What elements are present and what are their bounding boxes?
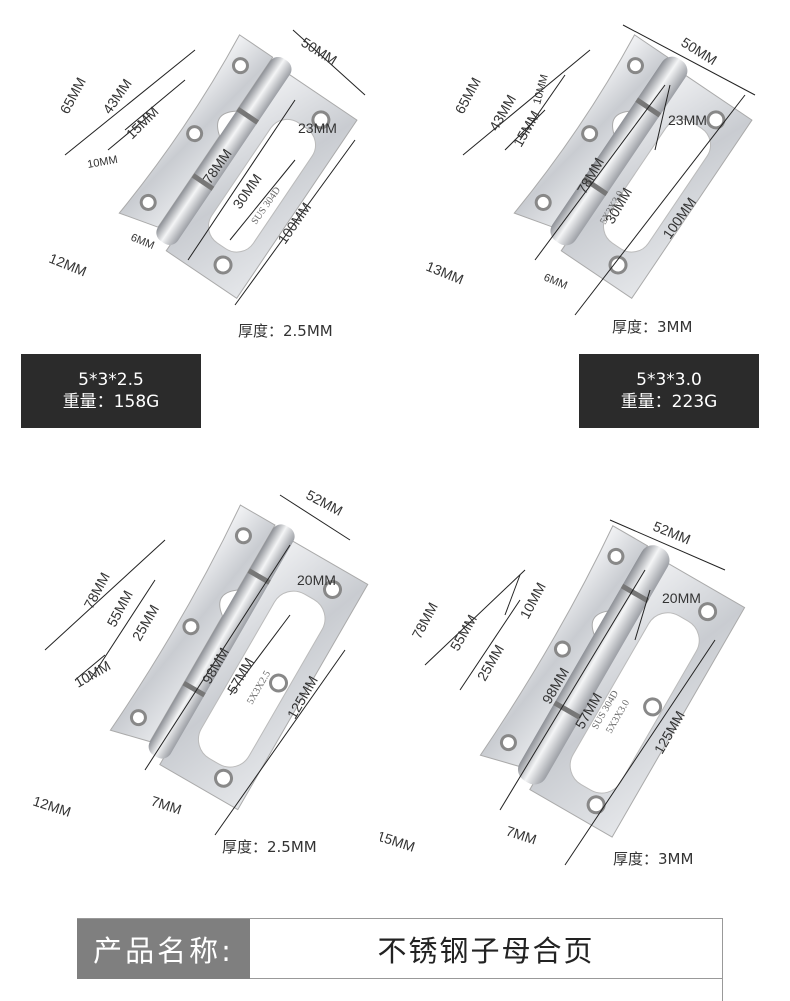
edge-label-bl: 7MM: [149, 793, 184, 818]
thickness-label-tr: 厚度：3MM: [612, 318, 693, 336]
product-name-label: 产品名称:: [77, 919, 250, 979]
width-label-br: 52MM: [651, 518, 693, 547]
spec-weight-left: 重量：158G: [62, 392, 160, 412]
height-label-tl: 65MM: [57, 75, 89, 117]
hole-small-label-br: 10MM: [517, 580, 549, 622]
right-gap-label-tl: 23MM: [298, 120, 337, 136]
edge-label-br: 7MM: [504, 823, 539, 848]
right-gap-label-br: 20MM: [662, 590, 701, 606]
product-name-bar: 产品名称: 不锈钢子母合页: [77, 918, 723, 1001]
knuckle-label-tr: 13MM: [424, 258, 466, 287]
height-label-bl: 78MM: [81, 570, 113, 612]
thickness-label-tl: 厚度：2.5MM: [238, 322, 333, 340]
hole-span-label-bl: 55MM: [104, 588, 136, 630]
height-label-tr: 65MM: [452, 75, 484, 117]
hole-small-label-tl: 10MM: [86, 154, 118, 171]
spec-size-right: 5*3*3.0: [636, 370, 702, 390]
hinge-figure-bottom-left: 78MM 55MM 25MM 10MM 52MM 125MM 98MM 57MM…: [20, 470, 380, 840]
width-label-tl: 50MM: [298, 34, 339, 68]
edge-label-tr: 6MM: [542, 272, 569, 292]
hinge-figure-bottom-right: 78MM 55MM 25MM 10MM 52MM 125MM 98MM 57MM…: [380, 490, 760, 870]
right-gap-label-tr: 23MM: [668, 112, 707, 128]
edge-label-tl: 6MM: [129, 232, 156, 252]
spec-box-right: 5*3*3.0 重量：223G: [579, 354, 759, 428]
hole-gap-label-bl: 25MM: [129, 602, 162, 644]
hole-span-label-tl: 43MM: [99, 76, 134, 117]
knuckle-label-tl: 12MM: [47, 250, 89, 279]
hole-small-label-tr: 10MM: [531, 73, 551, 106]
hole-span-label-br: 55MM: [447, 612, 480, 654]
spec-weight-right: 重量：223G: [620, 392, 718, 412]
hole-small-label-bl: 10MM: [72, 657, 114, 690]
hole-gap-label-tr: 15MM: [510, 108, 543, 150]
hinge-drawing-bottom-left: 78MM 55MM 25MM 10MM 52MM 125MM 98MM 57MM…: [31, 487, 369, 836]
hinge-figure-top-left: 65MM 43MM 15MM 10MM 50MM 100MM 78MM 30MM…: [20, 0, 380, 330]
thickness-label-br: 厚度：3MM: [613, 850, 694, 868]
hinge-drawing-top-right: 65MM 43MM 15MM 10MM 50MM 100MM 78MM 30MM…: [424, 24, 756, 316]
hinge-drawing-bottom-right: 78MM 55MM 25MM 10MM 52MM 125MM 98MM 57MM…: [380, 518, 746, 866]
thickness-label-bl: 厚度：2.5MM: [222, 838, 317, 856]
knuckle-label-br: 15MM: [380, 828, 417, 855]
right-gap-label-bl: 20MM: [297, 572, 336, 588]
spec-box-left: 5*3*2.5 重量：158G: [21, 354, 201, 428]
hinge-figure-top-right: 65MM 43MM 15MM 10MM 50MM 100MM 78MM 30MM…: [415, 0, 775, 330]
product-name-value: 不锈钢子母合页: [250, 919, 722, 979]
height-label-br: 78MM: [409, 600, 441, 642]
width-label-tr: 50MM: [678, 34, 719, 68]
knuckle-label-bl: 12MM: [31, 793, 73, 820]
hole-gap-label-tl: 15MM: [123, 103, 162, 142]
spec-size-left: 5*3*2.5: [78, 370, 144, 390]
hinge-drawing-top-left: 65MM 43MM 15MM 10MM 50MM 100MM 78MM 30MM…: [47, 29, 366, 306]
